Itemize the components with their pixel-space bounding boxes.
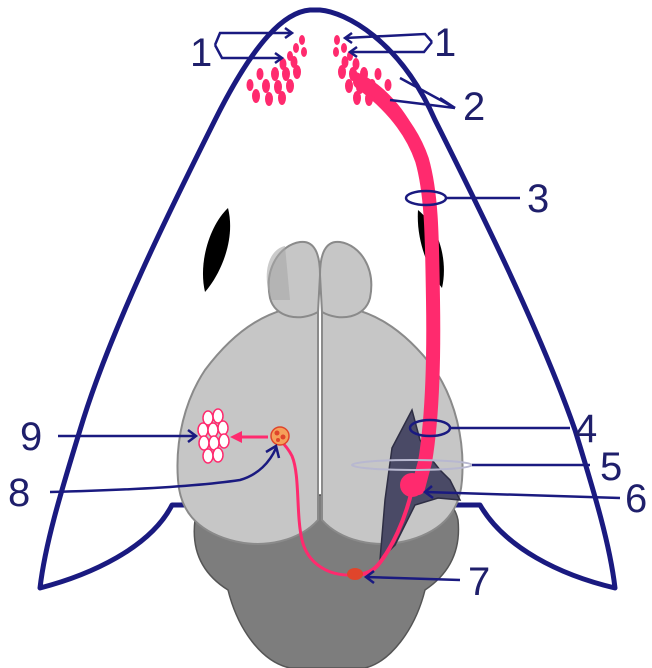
label-6: 6 — [625, 477, 647, 521]
label-1-right: 1 — [434, 21, 456, 65]
label-4: 4 — [575, 407, 597, 451]
thalamic-nucleus — [271, 427, 289, 445]
label-9: 9 — [20, 415, 42, 459]
label-8: 8 — [8, 471, 30, 515]
label-5: 5 — [600, 445, 622, 489]
label-1-left: 1 — [190, 31, 212, 75]
label-7: 7 — [468, 560, 490, 604]
label-3: 3 — [527, 177, 549, 221]
trigeminal-nucleus — [347, 568, 363, 580]
label-2: 2 — [463, 85, 485, 129]
